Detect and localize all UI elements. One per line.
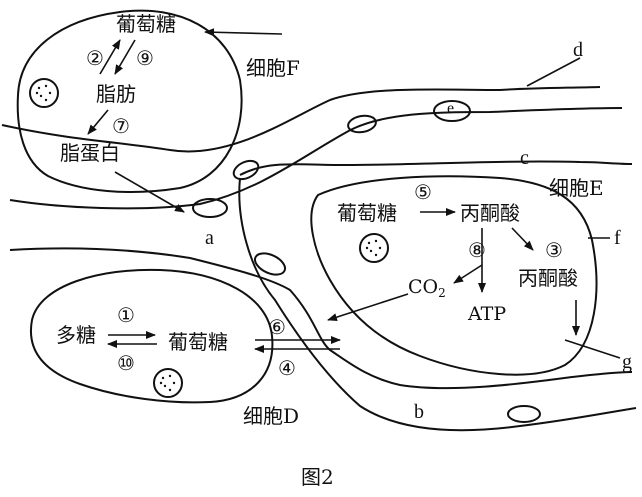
step-9-marker: ⑨ [136, 48, 154, 68]
arrow-to-co2 [454, 265, 482, 283]
cell-d-name: 细胞D [243, 406, 299, 426]
vessel-wall-bottom [240, 162, 632, 175]
step-4-marker: ④ [278, 358, 296, 378]
cell-d-glucose-label: 葡萄糖 [168, 332, 228, 352]
blood-cell-4 [252, 249, 289, 279]
cell-f-nucleus [30, 79, 58, 107]
label-d: d [573, 40, 583, 60]
cell-f-fat-label: 脂肪 [96, 84, 136, 104]
arrow-pyruvate-to-pyruvate [512, 228, 533, 250]
step-10-marker: ⑩ [117, 353, 135, 373]
step-8-marker: ⑧ [468, 240, 486, 260]
step-7-marker: ⑦ [112, 116, 130, 136]
leader-g [565, 340, 620, 358]
cell-e-glucose-label: 葡萄糖 [337, 203, 397, 223]
label-f: f [614, 228, 621, 248]
arrow-into-f [205, 32, 282, 34]
label-e: e [447, 101, 454, 117]
step-6-marker: ⑥ [268, 317, 286, 337]
step-2-marker: ② [86, 48, 104, 68]
cell-f-glucose-label: 葡萄糖 [116, 14, 176, 34]
blood-cell-5 [508, 406, 540, 422]
cell-f-name: 细胞F [246, 58, 300, 78]
blood-cell-2 [231, 157, 261, 182]
label-c: c [520, 148, 529, 168]
step-5-marker: ⑤ [414, 182, 432, 202]
cell-e-name: 细胞E [549, 178, 604, 198]
label-g: g [622, 352, 632, 372]
cell-e-nucleus [360, 234, 388, 262]
figure-caption: 图2 [301, 467, 334, 487]
label-a: a [205, 228, 214, 248]
polysaccharide-label: 多糖 [56, 325, 96, 345]
cell-e-pyruvate-label: 丙酮酸 [460, 203, 520, 223]
step-1-marker: ① [117, 305, 135, 325]
arrow-co2-out [328, 294, 408, 320]
leader-d [527, 58, 580, 86]
cell-e-pyruvate-2-label: 丙酮酸 [518, 268, 578, 288]
arrow-glucose-to-fat [115, 40, 135, 74]
cell-d-nucleus [154, 369, 182, 397]
atp-label: ATP [468, 305, 506, 324]
step-3-marker: ③ [545, 240, 563, 260]
cell-f-lipoprotein-label: 脂蛋白 [60, 143, 120, 163]
label-b: b [414, 402, 424, 422]
arrow-fat-to-lipoprotein [88, 110, 108, 134]
co2-label: CO2 [408, 278, 446, 299]
